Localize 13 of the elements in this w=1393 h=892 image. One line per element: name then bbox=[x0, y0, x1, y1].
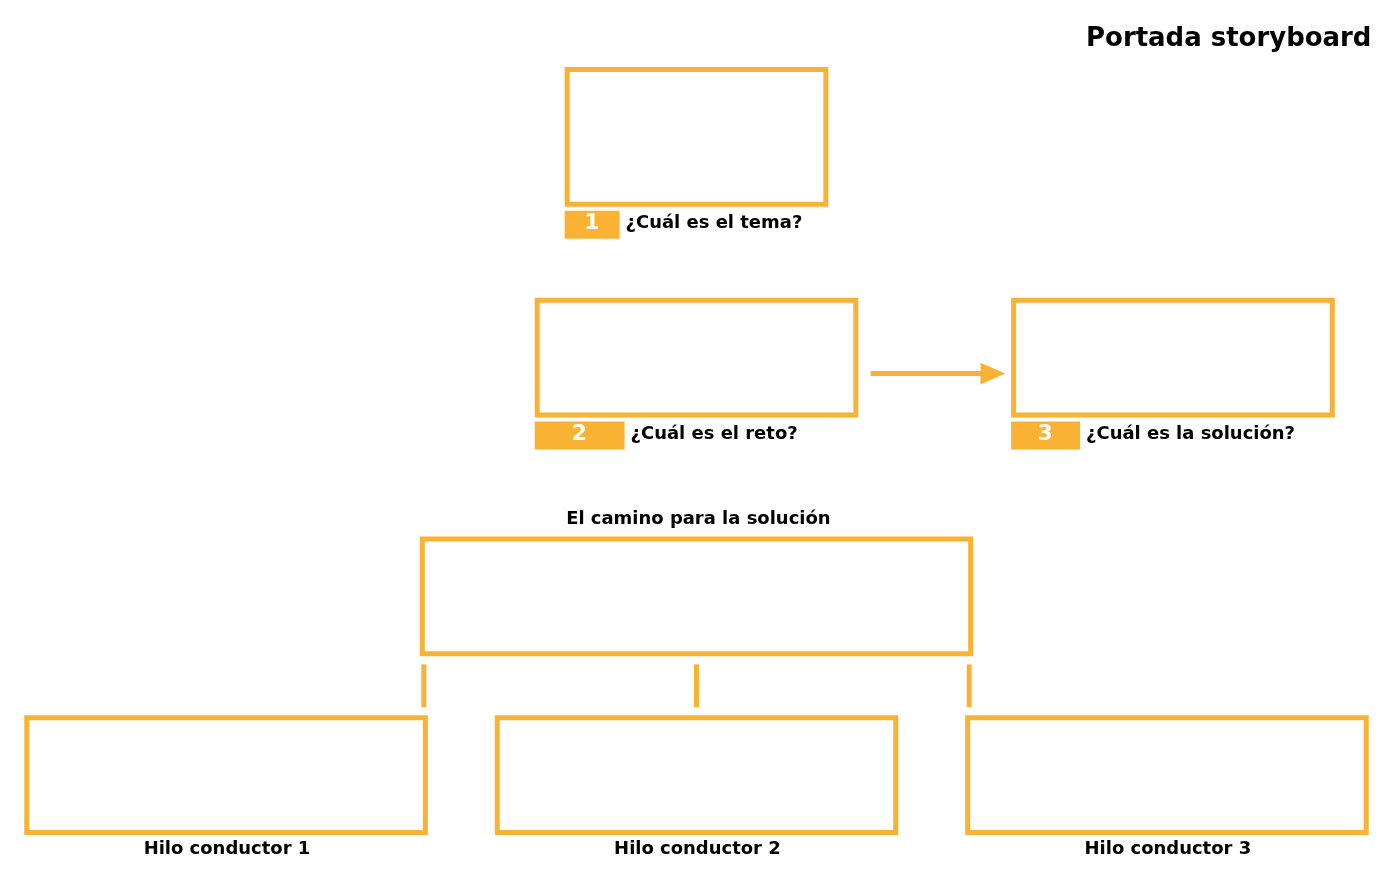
connector bbox=[694, 663, 699, 707]
diagram-title: Portada storyboard bbox=[1086, 21, 1372, 52]
connector bbox=[966, 663, 972, 707]
node-box bbox=[494, 714, 899, 835]
node-label: El camino para la solución bbox=[566, 506, 831, 528]
node-box bbox=[24, 714, 428, 835]
arrow bbox=[870, 362, 1006, 384]
node-box bbox=[419, 535, 974, 656]
node-label: Hilo conductor 2 bbox=[614, 836, 781, 858]
node-box bbox=[965, 714, 1369, 835]
node-label: Hilo conductor 1 bbox=[143, 836, 311, 858]
connector bbox=[421, 663, 427, 707]
node-label: Hilo conductor 3 bbox=[1084, 836, 1252, 858]
